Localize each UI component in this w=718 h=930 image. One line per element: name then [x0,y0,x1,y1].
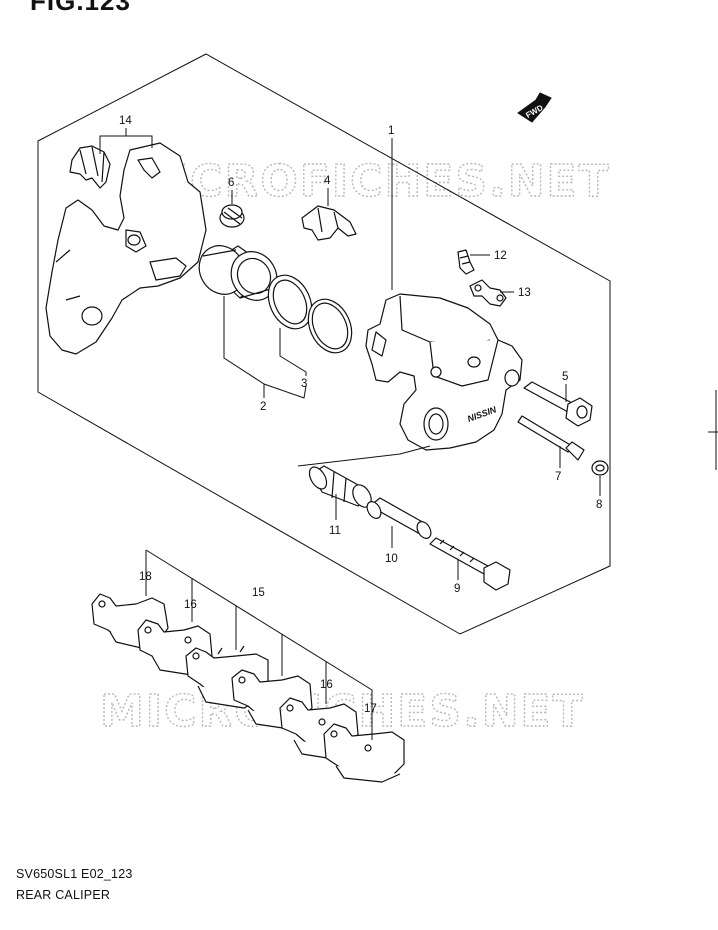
pad-pin [517,415,585,461]
callout-6: 6 [228,177,234,189]
pad-pin-plug [591,460,609,476]
bleeder-cap [469,279,507,307]
assembly-boundary [37,53,611,635]
figure-label: FIG.123 [30,0,131,16]
piston [198,245,278,301]
callout-11: 11 [329,525,341,537]
callout-14: 14 [119,115,132,127]
callout-12: 12 [494,250,507,262]
callout-2: 2 [260,401,266,413]
callout-10: 10 [385,553,398,565]
callout-7: 7 [555,471,561,483]
model-code: SV650SL1 E02_123 [16,867,133,881]
callout-13: 13 [518,287,531,299]
callout-16b: 16 [320,679,333,691]
slide-bolt [429,537,511,591]
watermark-top: MICROFICHES.NET [126,156,611,207]
callout-4: 4 [324,175,331,187]
callout-9: 9 [454,583,460,595]
callout-16a: 16 [184,599,197,611]
callout-5: 5 [562,371,568,383]
piston-seal-2 [307,298,353,354]
caliper-bracket [45,142,207,355]
callout-8: 8 [596,499,602,511]
piston-seal-1 [267,274,313,330]
slide-sleeve [366,497,432,539]
diagram-name: REAR CALIPER [16,888,111,902]
callout-17: 17 [364,703,377,715]
crop-marks [708,390,718,470]
callout-numbers: 1 2 3 4 5 6 7 8 9 10 11 12 13 14 15 16 1… [119,115,602,715]
leader-lines [99,128,601,740]
fwd-arrow-icon: FWD [517,92,552,123]
caliper-body: NISSIN [365,293,523,451]
bleeder-valve [457,249,475,275]
callout-3: 3 [301,378,307,390]
callout-1: 1 [388,125,394,137]
boot [219,204,245,228]
callout-15: 15 [252,587,265,599]
pad-spring [301,205,357,241]
pad-spring-clip [69,145,111,189]
brake-pad-6 [323,723,405,783]
caliper-bolt [523,381,593,427]
callout-18: 18 [139,571,152,583]
slide-rubber [308,465,372,508]
